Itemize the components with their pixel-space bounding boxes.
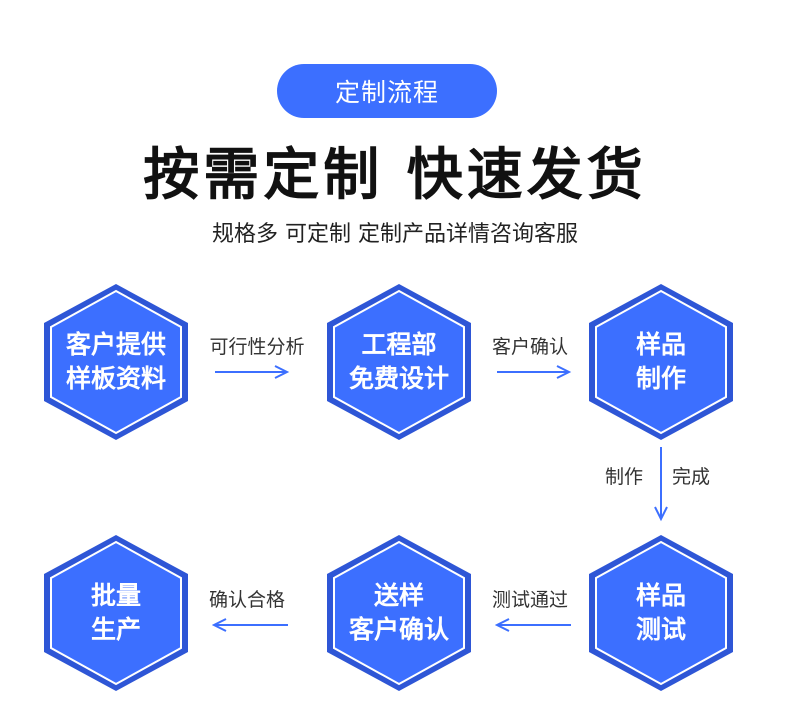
hexagon-shape bbox=[589, 284, 733, 440]
step-2-line1: 工程部 bbox=[361, 330, 437, 359]
step-3-line2: 制作 bbox=[635, 364, 686, 393]
step-5-hexagon: 送样 客户确认 bbox=[325, 533, 473, 693]
connector-4-label: 测试通过 bbox=[491, 589, 568, 611]
arrow-right-icon bbox=[497, 365, 572, 379]
step-1-line2: 样板资料 bbox=[65, 364, 166, 393]
connector-5-label: 确认合格 bbox=[208, 589, 285, 611]
step-2-hexagon: 工程部 免费设计 bbox=[325, 282, 473, 442]
connector-3-label-right: 完成 bbox=[672, 466, 711, 488]
arrow-left-icon bbox=[495, 618, 571, 632]
connector-2-label: 客户确认 bbox=[491, 336, 568, 358]
step-6-line1: 批量 bbox=[90, 581, 141, 610]
section-badge: 定制流程 bbox=[277, 64, 497, 118]
step-3-hexagon: 样品 制作 bbox=[587, 282, 735, 442]
arrow-down-icon bbox=[654, 447, 668, 522]
arrow-left-icon bbox=[212, 618, 288, 632]
step-4-hexagon: 样品 测试 bbox=[587, 533, 735, 693]
page-title: 按需定制 快速发货 bbox=[143, 143, 647, 208]
hexagon-shape bbox=[44, 284, 188, 440]
connector-3-label-left: 制作 bbox=[605, 466, 644, 488]
step-4-line2: 测试 bbox=[635, 615, 686, 644]
step-2-line2: 免费设计 bbox=[348, 364, 449, 393]
step-6-hexagon: 批量 生产 bbox=[42, 533, 190, 693]
step-5-line2: 客户确认 bbox=[348, 615, 449, 644]
step-4-line1: 样品 bbox=[635, 581, 686, 610]
step-5-line1: 送样 bbox=[373, 581, 424, 610]
step-1-hexagon: 客户提供 样板资料 bbox=[42, 282, 190, 442]
arrow-right-icon bbox=[215, 365, 290, 379]
page-subtitle: 规格多 可定制 定制产品详情咨询客服 bbox=[212, 222, 578, 247]
step-1-line1: 客户提供 bbox=[65, 330, 166, 359]
step-3-line1: 样品 bbox=[635, 330, 686, 359]
connector-1-label: 可行性分析 bbox=[209, 336, 305, 358]
step-6-line2: 生产 bbox=[90, 615, 141, 644]
hexagon-shape bbox=[327, 284, 471, 440]
hexagon-shape bbox=[589, 535, 733, 691]
hexagon-shape bbox=[44, 535, 188, 691]
hexagon-shape bbox=[327, 535, 471, 691]
